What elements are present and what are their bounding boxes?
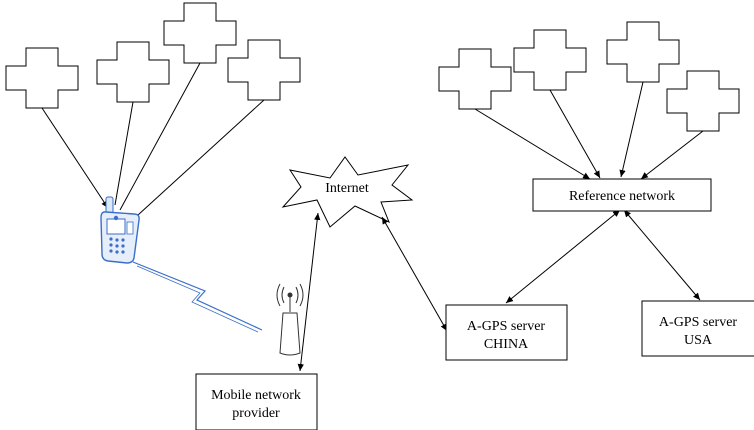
reference-network-box (532, 178, 712, 212)
agps-server-usa-label-line1: A-GPS server (659, 315, 737, 330)
signal-line (119, 62, 201, 211)
agps-server-usa-box (641, 300, 754, 357)
internet-cloud (281, 156, 414, 228)
satellite-icon (438, 48, 512, 110)
satellite-icon (227, 39, 301, 101)
internet-label: Internet (325, 181, 369, 196)
satellite-icon (666, 70, 740, 132)
mobile-provider-box (195, 373, 318, 430)
signal-line (137, 99, 265, 216)
satellite-icon (606, 21, 680, 83)
satellite-icon (513, 29, 587, 91)
agps-server-usa-label-line2: USA (684, 333, 713, 348)
agps-server-china-box (445, 304, 568, 361)
signal-line (474, 108, 591, 180)
mobile-phone-icon (100, 196, 140, 264)
connection-line (505, 209, 621, 304)
mobile-provider-label-line2: provider (232, 406, 280, 421)
wireless-link-icon (136, 265, 259, 333)
agps-server-china-label-line2: CHINA (484, 337, 529, 352)
signal-line (549, 89, 601, 179)
satellite-icon (5, 47, 79, 109)
mobile-provider-label-line1: Mobile network (211, 388, 301, 403)
signal-line (640, 130, 704, 180)
reference-network-label: Reference network (569, 189, 675, 204)
cell-tower-icon (276, 283, 304, 356)
satellite-icon (96, 41, 170, 103)
satellite-icon (163, 2, 237, 64)
signal-line (114, 101, 134, 206)
wireless-link-icon (132, 261, 263, 331)
signal-line (41, 107, 109, 209)
signal-line (619, 81, 644, 178)
connection-line (623, 209, 701, 301)
agps-server-china-label-line1: A-GPS server (467, 319, 545, 334)
connection-line (297, 212, 321, 372)
connection-line (381, 216, 448, 332)
